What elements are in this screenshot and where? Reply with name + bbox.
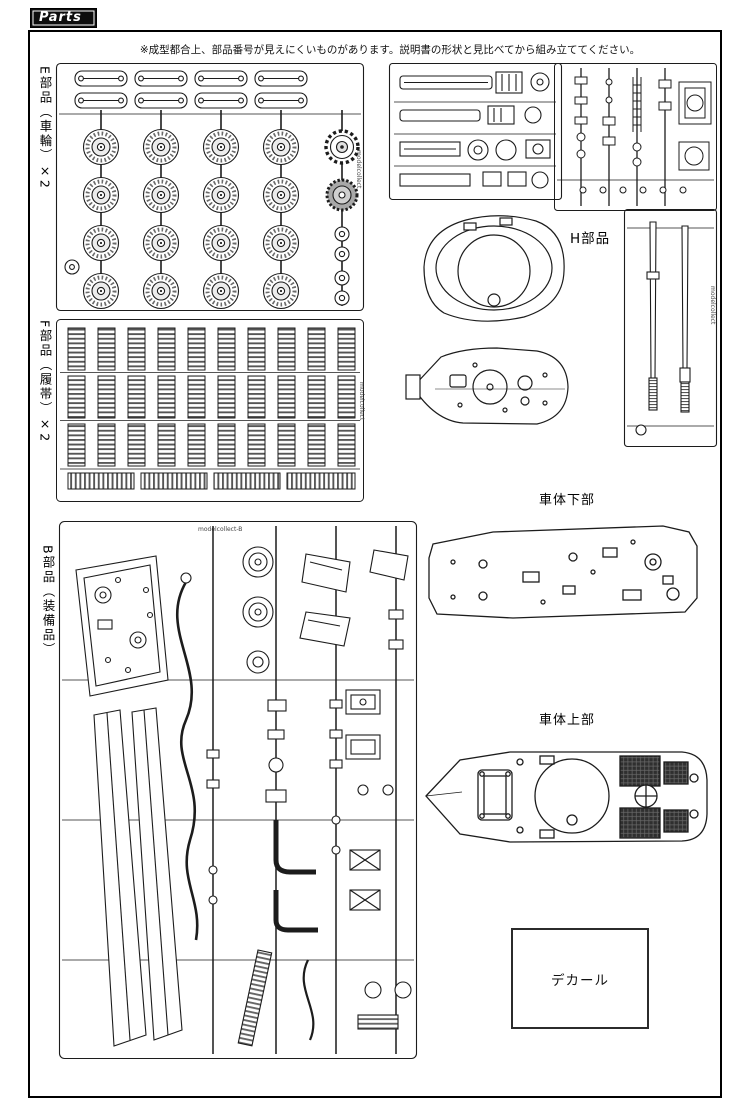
upper-hull-drawing [425, 751, 708, 843]
tow-cable-part [175, 581, 199, 941]
barrel-sprue-brand: modelcollect [709, 286, 716, 325]
sprue-f-label: F部品（履帯）×2 [37, 320, 53, 444]
tool-strip-part [237, 949, 273, 1047]
gun-barrel-part-1 [646, 221, 660, 411]
gun-barrel-part-2 [679, 225, 691, 413]
sprue-e-wheels-drawing: modelcollect [55, 62, 365, 312]
parts-header-tab: Parts [30, 8, 97, 28]
hatch-part [678, 141, 710, 171]
small-fittings [206, 609, 404, 905]
decal-label: デカール [551, 972, 609, 989]
sprue-h-drawing [554, 63, 717, 211]
fender-flap-parts [299, 549, 409, 647]
side-skirt-parts [93, 707, 183, 1047]
sprue-b-brand: modelcollect-B [198, 526, 242, 533]
sprue-f-brand: modelcollect [358, 382, 365, 421]
sprue-e-label: E部品（車輪）×2 [37, 66, 53, 190]
armour-plate-part [75, 555, 169, 697]
lower-hull-label: 車体下部 [539, 493, 596, 508]
barrel-sprue-drawing: modelcollect [623, 208, 718, 448]
turret-top-drawing [405, 347, 569, 425]
molding-note: ※成型都合上、部品番号が見えにくいものがあります。説明書の形状と見比べてから組み… [139, 44, 641, 56]
cable-part [302, 959, 315, 1041]
turret-shell-drawing [423, 215, 565, 322]
sprue-f-tracks-drawing: modelcollect [56, 319, 365, 502]
upper-hull-label: 車体上部 [539, 713, 596, 728]
tiny-fittings [574, 76, 616, 159]
sprue-b-label: B部品（装備品） [40, 545, 56, 658]
sprue-b-equipment-drawing: modelcollect-B [58, 520, 418, 1060]
ladder-part [632, 77, 642, 132]
mount-plate-part [678, 81, 712, 125]
track-links-grid [67, 327, 356, 490]
lower-hull-drawing [428, 525, 698, 619]
gun-parts-sprue-drawing [388, 62, 563, 201]
barrel-half-part [399, 71, 550, 94]
driver-hatch [477, 769, 513, 821]
engine-grilles [619, 755, 689, 839]
stowage-box-parts [345, 689, 381, 911]
turret-ring [534, 758, 610, 834]
sprue-h-label: H部品 [570, 231, 611, 247]
exhaust-pipe-parts [273, 820, 318, 933]
decal-box: デカール [511, 928, 649, 1029]
misc-gun-parts [399, 171, 549, 189]
drum-parts [242, 546, 274, 674]
gun-mount-part [399, 105, 542, 125]
mantlet-parts [399, 139, 551, 161]
sprue-e-brand: modelcollect [355, 150, 362, 189]
